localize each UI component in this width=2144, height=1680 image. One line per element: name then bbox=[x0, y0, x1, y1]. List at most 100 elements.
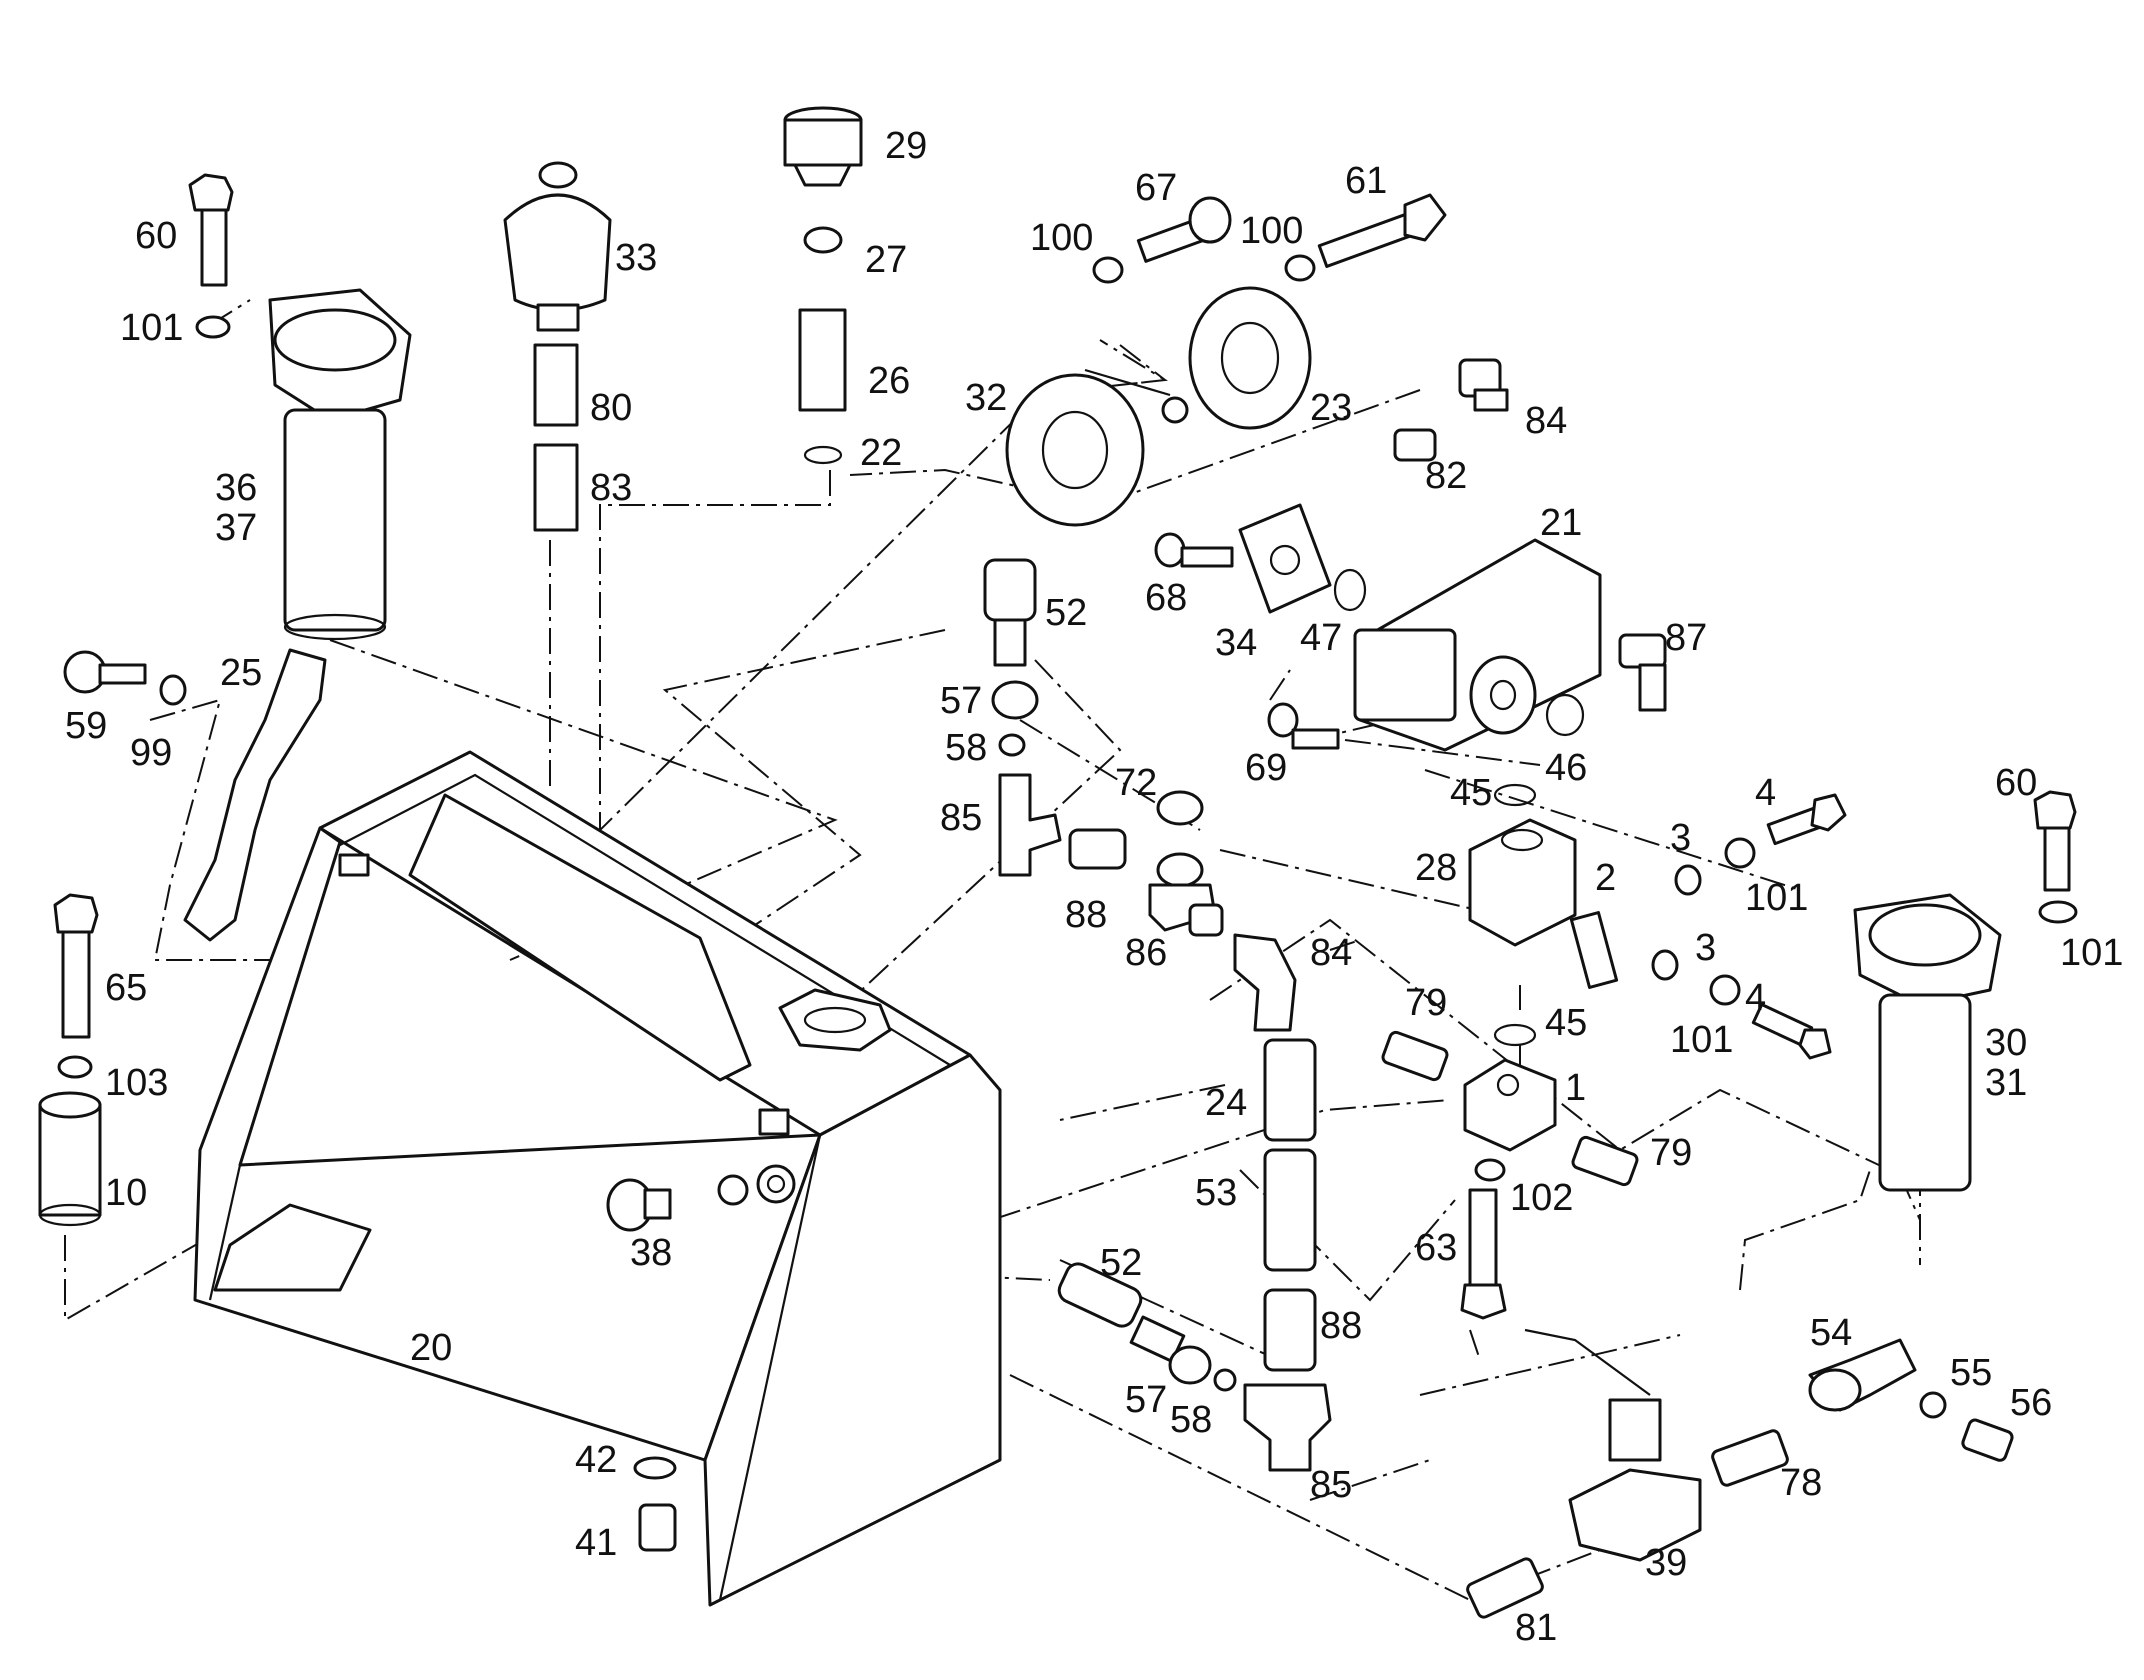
callout-101-right: 101 bbox=[2060, 932, 2123, 974]
callout-32: 32 bbox=[965, 377, 1007, 419]
washer-101-left bbox=[195, 315, 231, 339]
washer-99 bbox=[159, 674, 187, 706]
gasket-27 bbox=[803, 226, 843, 254]
callout-4-top: 4 bbox=[1755, 772, 1776, 814]
callout-54: 54 bbox=[1810, 1312, 1852, 1354]
washer-101-right bbox=[2038, 900, 2078, 924]
spacer-10 bbox=[38, 1091, 102, 1227]
callout-42: 42 bbox=[575, 1439, 617, 1481]
bracket-25 bbox=[183, 648, 327, 942]
callout-10: 10 bbox=[105, 1172, 147, 1214]
flange-34 bbox=[1238, 503, 1332, 614]
washer-100-left bbox=[1092, 256, 1124, 284]
callout-33: 33 bbox=[615, 237, 657, 279]
gear-pump-21 bbox=[1353, 538, 1602, 752]
callout-100-left: 100 bbox=[1030, 217, 1093, 259]
callout-87: 87 bbox=[1665, 617, 1707, 659]
callout-63: 63 bbox=[1415, 1227, 1457, 1269]
callout-39: 39 bbox=[1645, 1542, 1687, 1584]
washer-3-bottom bbox=[1651, 949, 1679, 981]
callout-25: 25 bbox=[220, 652, 262, 694]
callout-86: 86 bbox=[1125, 932, 1167, 974]
callout-60-left: 60 bbox=[135, 215, 177, 257]
bolt-65 bbox=[53, 893, 99, 1039]
callout-37: 37 bbox=[215, 507, 257, 549]
elbow-84 bbox=[1233, 933, 1297, 1032]
callout-88-top: 88 bbox=[1065, 894, 1107, 936]
union-24 bbox=[1263, 1038, 1317, 1142]
valve-block-28 bbox=[1468, 818, 1577, 947]
callout-41: 41 bbox=[575, 1522, 617, 1564]
callout-53: 53 bbox=[1195, 1172, 1237, 1214]
callout-84-middle: 84 bbox=[1310, 932, 1352, 974]
callout-69: 69 bbox=[1245, 747, 1287, 789]
callout-31: 31 bbox=[1985, 1062, 2027, 1104]
nut-57-top bbox=[991, 680, 1039, 720]
o-ring-47 bbox=[1333, 568, 1367, 612]
callout-55: 55 bbox=[1950, 1352, 1992, 1394]
bolt-4-top bbox=[1766, 793, 1847, 846]
adapter-26 bbox=[798, 308, 847, 412]
bolt-4-bottom bbox=[1751, 1003, 1832, 1060]
callout-29: 29 bbox=[885, 125, 927, 167]
filter-30-31 bbox=[1853, 893, 2002, 1192]
washer-42 bbox=[633, 1456, 677, 1480]
hydraulic-tank bbox=[193, 750, 1002, 1607]
ring-58-bottom bbox=[1213, 1368, 1237, 1392]
bolt-60-right bbox=[2033, 790, 2077, 892]
screw-68 bbox=[1154, 532, 1234, 568]
callout-80: 80 bbox=[590, 387, 632, 429]
callout-2: 2 bbox=[1595, 857, 1616, 899]
callout-81: 81 bbox=[1515, 1607, 1557, 1649]
callout-101-left: 101 bbox=[120, 307, 183, 349]
callout-102: 102 bbox=[1510, 1177, 1573, 1219]
callout-34: 34 bbox=[1215, 622, 1257, 664]
o-ring-46 bbox=[1545, 693, 1585, 737]
callout-101-pump: 101 bbox=[1745, 877, 1808, 919]
callout-45-bottom: 45 bbox=[1545, 1002, 1587, 1044]
washer-102 bbox=[1474, 1158, 1506, 1182]
tee-85-top bbox=[998, 773, 1062, 877]
union-88-bottom bbox=[1263, 1288, 1317, 1372]
screw-69 bbox=[1267, 702, 1340, 750]
nipple-82 bbox=[1393, 428, 1437, 462]
washer-100-right bbox=[1284, 254, 1316, 282]
callout-26: 26 bbox=[868, 360, 910, 402]
callout-3-top: 3 bbox=[1670, 817, 1691, 859]
callout-58-top: 58 bbox=[945, 727, 987, 769]
bolt-61 bbox=[1317, 193, 1447, 268]
callout-4-bottom: 4 bbox=[1745, 977, 1766, 1019]
plug-56 bbox=[1961, 1418, 2014, 1462]
nipple-80 bbox=[533, 343, 579, 427]
callout-56: 56 bbox=[2010, 1382, 2052, 1424]
filter-36-37 bbox=[268, 288, 412, 641]
breather-cap-29 bbox=[783, 106, 863, 187]
nut-72-lower bbox=[1156, 852, 1204, 888]
callout-52-bottom: 52 bbox=[1100, 1242, 1142, 1284]
callout-57-bottom: 57 bbox=[1125, 1379, 1167, 1421]
callout-47: 47 bbox=[1300, 617, 1342, 659]
elbow-84-top bbox=[1458, 358, 1509, 412]
callout-85-top: 85 bbox=[940, 797, 982, 839]
callout-57-top: 57 bbox=[940, 680, 982, 722]
callout-30: 30 bbox=[1985, 1022, 2027, 1064]
callout-45-top: 45 bbox=[1450, 772, 1492, 814]
bolt-63 bbox=[1460, 1188, 1507, 1320]
callout-1: 1 bbox=[1565, 1067, 1586, 1109]
nipple-79-top bbox=[1381, 1030, 1449, 1082]
callout-61: 61 bbox=[1345, 160, 1387, 202]
callout-68: 68 bbox=[1145, 577, 1187, 619]
plate-2 bbox=[1569, 911, 1619, 989]
callout-59: 59 bbox=[65, 705, 107, 747]
tee-85-bottom bbox=[1243, 1383, 1332, 1472]
distributor-1 bbox=[1463, 1058, 1557, 1152]
callout-65: 65 bbox=[105, 967, 147, 1009]
screw-59 bbox=[63, 650, 147, 694]
bolt-60-left bbox=[188, 173, 234, 287]
callout-3-bottom: 3 bbox=[1695, 927, 1716, 969]
tee-54 bbox=[1808, 1338, 1917, 1412]
callout-84-top: 84 bbox=[1525, 400, 1567, 442]
o-ring-22 bbox=[803, 445, 843, 465]
nipple-86 bbox=[1188, 903, 1224, 937]
